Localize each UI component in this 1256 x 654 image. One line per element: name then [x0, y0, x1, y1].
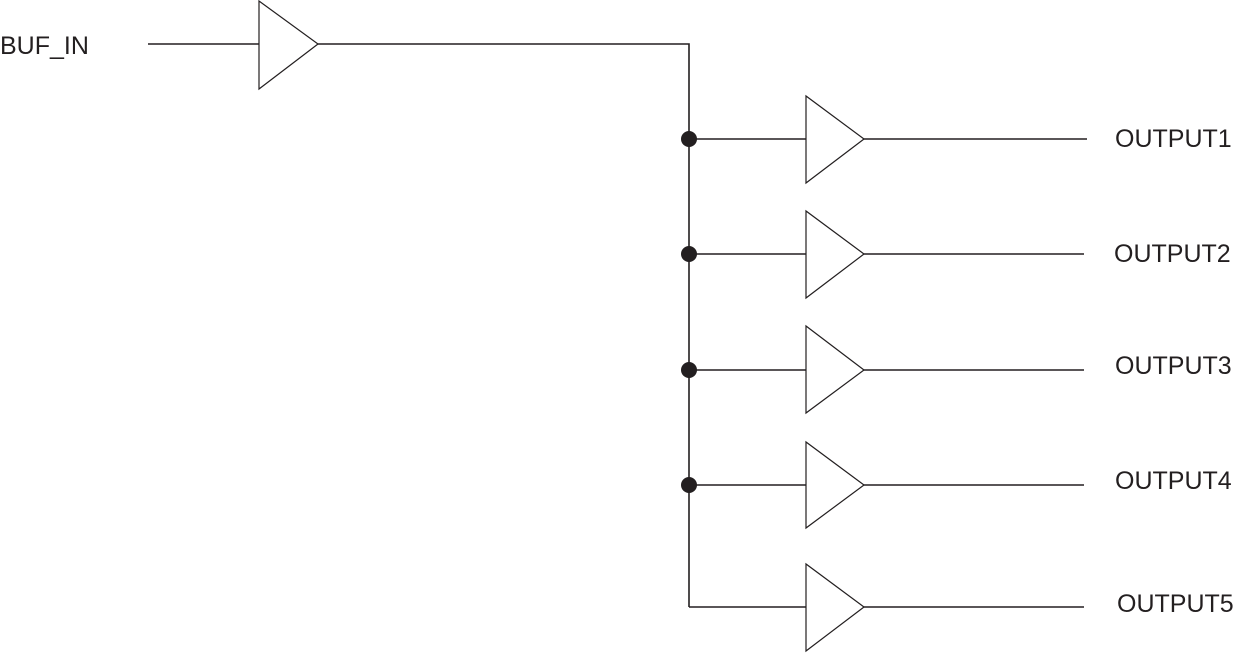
output-label-5: OUTPUT5 — [1117, 590, 1234, 618]
output-branch-3: OUTPUT3 — [681, 324, 1232, 415]
output-branch-5: OUTPUT5 — [689, 562, 1234, 653]
output-label-1: OUTPUT1 — [1115, 125, 1232, 153]
output-buffer-5 — [805, 562, 866, 653]
output-branch-2: OUTPUT2 — [681, 209, 1231, 300]
input-buffer — [258, 0, 320, 91]
distribution-bus — [318, 43, 690, 607]
junction-dot — [681, 131, 697, 147]
output-buffer-4 — [805, 440, 866, 530]
junction-dot — [681, 362, 697, 378]
output-buffer-2 — [805, 209, 866, 300]
output-label-3: OUTPUT3 — [1115, 352, 1232, 380]
output-label-4: OUTPUT4 — [1115, 467, 1232, 495]
output-buffer-1 — [805, 94, 866, 185]
output-branch-4: OUTPUT4 — [681, 440, 1232, 530]
output-buffer-3 — [805, 324, 866, 415]
junction-dot — [681, 477, 697, 493]
output-branch-1: OUTPUT1 — [681, 94, 1232, 185]
junction-dot — [681, 246, 697, 262]
output-label-2: OUTPUT2 — [1114, 240, 1231, 268]
input-label: BUF_IN — [0, 32, 89, 60]
